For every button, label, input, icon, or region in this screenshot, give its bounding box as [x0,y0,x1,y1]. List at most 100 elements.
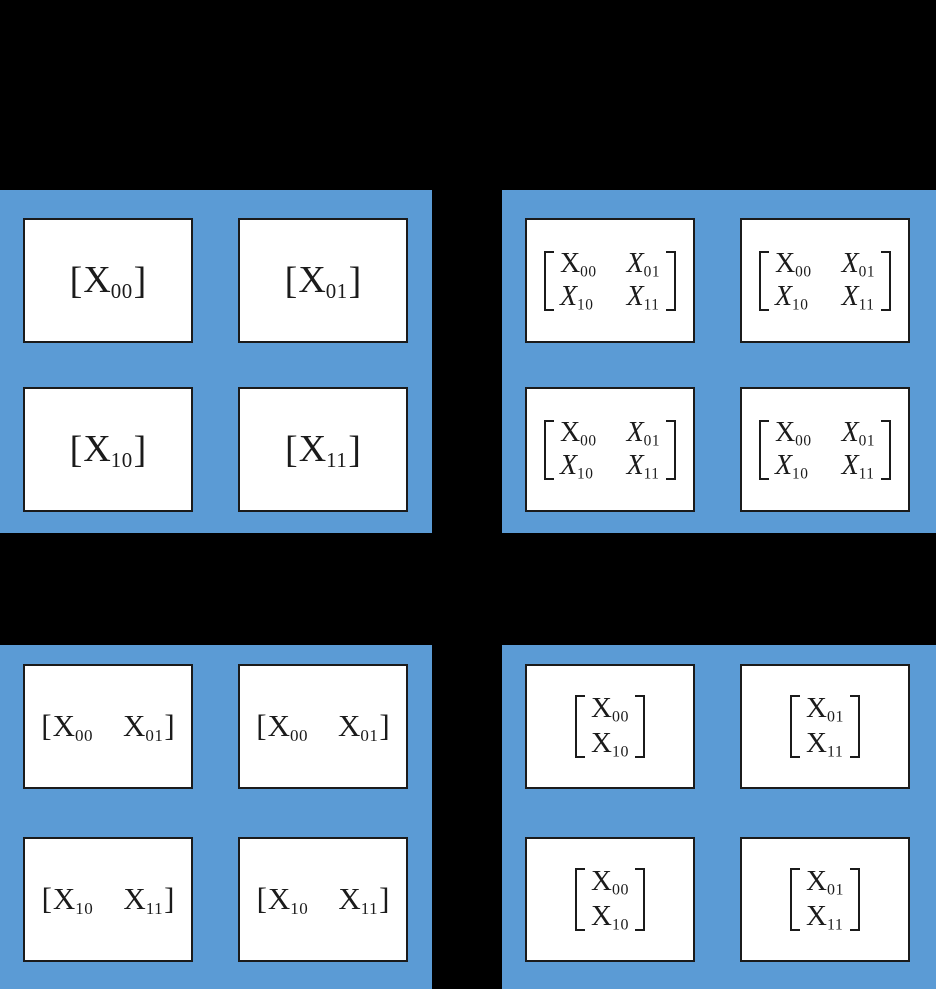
left-bracket: [ [285,428,298,471]
entry-base: X [626,280,644,312]
right-bracket: ] [379,708,390,744]
entry-base: X [83,427,111,470]
entry-base: X [806,864,827,897]
matrix-entry: X10 [268,881,308,918]
matrix: [X01] [284,259,363,303]
left-bracket [543,419,554,480]
matrix: [X11] [284,428,362,472]
matrix-grid: X11 [299,428,348,472]
entry-base: X [559,280,578,312]
entry-subscript: 10 [290,898,309,918]
entry-subscript: 11 [145,898,164,918]
entry-base: X [774,416,796,448]
matrix-box: [X10] [23,387,193,512]
left-bracket: [ [41,708,52,744]
entry-subscript: 00 [110,278,133,303]
matrix-entry: X10 [775,281,812,314]
right-bracket: ] [379,881,390,917]
entry-base: X [591,691,612,724]
entry-base: X [267,707,290,743]
entry-base: X [626,247,644,279]
entry-subscript: 00 [580,431,597,449]
right-bracket: ] [133,259,147,302]
entry-subscript: 00 [74,725,93,745]
right-bracket [634,867,645,932]
right-bracket [849,867,860,932]
entry-subscript: 11 [858,295,875,313]
matrix-entry: X01 [627,417,661,450]
matrix-entry: X10 [53,881,93,918]
entry-base: X [559,247,581,279]
matrix-entry: X01 [338,708,378,745]
entry-base: X [83,258,111,301]
matrix: [X10] [69,428,148,472]
entry-subscript: 01 [325,278,348,303]
left-bracket: [ [41,881,52,917]
matrix-box: [X11] [238,387,408,512]
left-bracket [575,867,586,932]
entry-base: X [841,449,859,481]
entry-subscript: 01 [858,262,876,280]
entry-base: X [591,899,612,932]
matrix-entry: X01 [123,708,163,745]
entry-subscript: 10 [612,742,629,760]
entry-subscript: 00 [289,725,308,745]
matrix-entry: X10 [591,900,629,935]
entry-subscript: 01 [858,431,876,449]
matrix-entry: X00 [775,248,812,281]
entry-base: X [774,247,796,279]
left-bracket [790,694,801,759]
matrix-entry: X00 [591,692,629,727]
entry-subscript: 01 [827,881,844,899]
left-bracket: [ [256,881,267,917]
matrix-grid: X10 [83,428,132,472]
matrix-grid: X00 X01 [268,708,379,745]
entry-subscript: 00 [795,262,812,280]
right-bracket: ] [348,259,362,302]
left-bracket: [ [69,259,83,302]
entry-base: X [298,427,327,470]
left-bracket [758,250,769,311]
entry-base: X [841,416,859,448]
matrix-entry: X00 [53,708,93,745]
matrix-box: [X01] [238,218,408,343]
entry-base: X [806,726,827,759]
matrix-entry: X11 [842,281,876,314]
matrix-box: [X00] [23,218,193,343]
matrix-entry: X11 [842,450,876,483]
matrix-entry: X10 [560,281,597,314]
entry-subscript: 00 [795,431,812,449]
entry-base: X [52,880,76,916]
entry-base: X [338,880,361,916]
entry-subscript: 00 [612,708,629,726]
entry-base: X [591,864,612,897]
entry-subscript: 11 [827,742,844,760]
matrix-entry: X11 [806,900,844,935]
entry-subscript: 11 [326,447,348,472]
matrix-entry: X01 [806,692,844,727]
left-bracket: [ [69,428,83,471]
entry-subscript: 10 [75,898,94,918]
matrix-entry: X10 [591,727,629,762]
